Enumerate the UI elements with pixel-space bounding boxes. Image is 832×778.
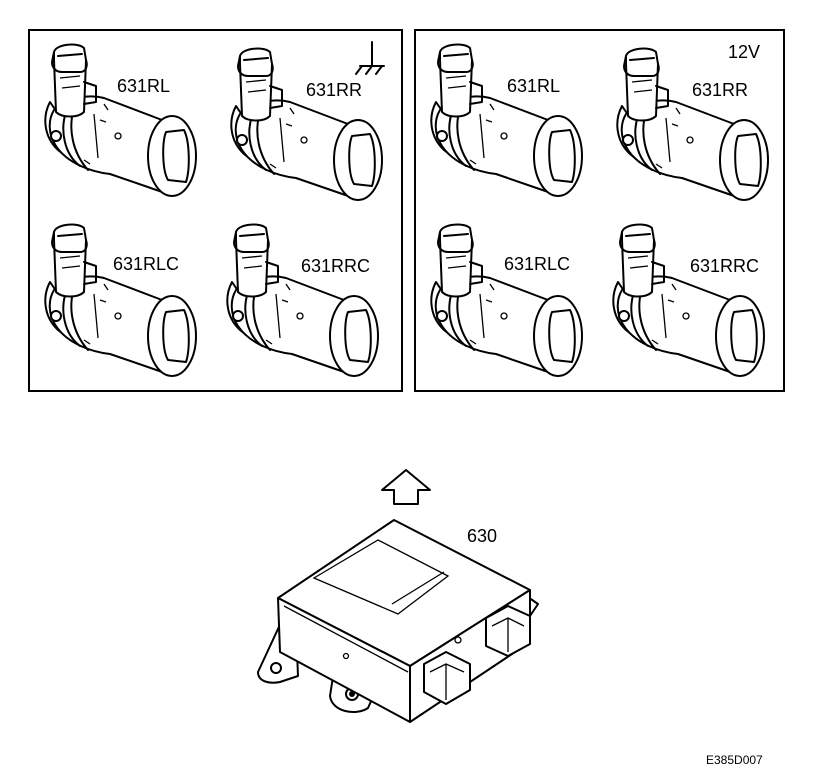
sensor-label-rlc: 631RLC (113, 254, 179, 274)
control-unit: 630 (257, 519, 539, 723)
sensor-label-rl: 631RL (507, 76, 560, 96)
control-unit-label: 630 (467, 526, 497, 546)
sensor-label-rr: 631RR (306, 80, 362, 100)
sensor-rlc (44, 223, 197, 377)
sensor-rrc (612, 223, 765, 377)
left-sensor-panel: 631RL 631RR 631RLC 631RRC (28, 29, 403, 392)
figure-code: E385D007 (706, 753, 763, 767)
sensor-rrc (226, 223, 379, 377)
ground-icon (355, 41, 385, 75)
sensor-rl (430, 43, 583, 197)
sensor-rlc (430, 223, 583, 377)
sensor-label-rrc: 631RRC (690, 256, 759, 276)
sensor-label-rr: 631RR (692, 80, 748, 100)
sensor-rr (616, 47, 769, 201)
right-sensor-panel: 12V 631RL 631RR 631RLC 631RRC (414, 29, 785, 392)
sensor-label-rlc: 631RLC (504, 254, 570, 274)
sensor-label-rl: 631RL (117, 76, 170, 96)
up-arrow-icon (381, 469, 431, 505)
sensor-rl (44, 43, 197, 197)
sensor-rr (230, 47, 383, 201)
sensor-label-rrc: 631RRC (301, 256, 370, 276)
voltage-label: 12V (728, 42, 760, 62)
